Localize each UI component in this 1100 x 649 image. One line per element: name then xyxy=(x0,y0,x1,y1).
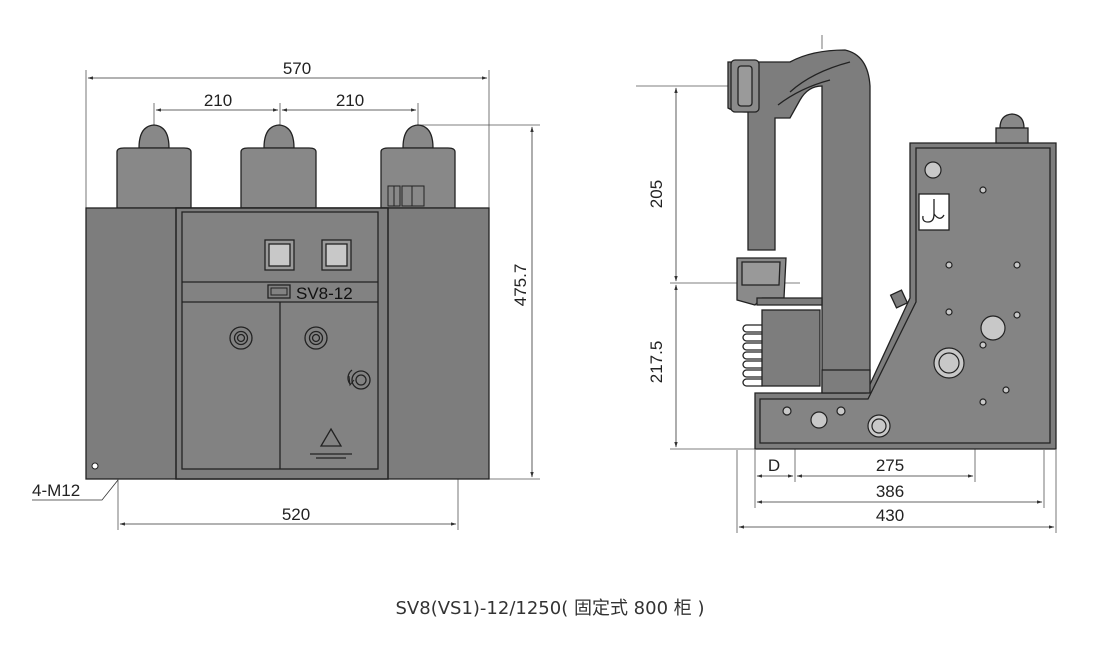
figure-caption: SV8(VS1)-12/1250( 固定式 800 柜 ) xyxy=(395,598,705,619)
dim-mount-holes: 4-M12 xyxy=(32,481,80,500)
dim-lower-height: 217.5 xyxy=(647,341,666,384)
model-label: SV8-12 xyxy=(296,284,353,303)
breaker-chassis xyxy=(754,113,1057,450)
dim-wheel: 386 xyxy=(876,482,904,501)
dim-pole-spacing-left: 210 xyxy=(204,91,232,110)
lifting-hook-icon xyxy=(918,193,950,231)
dim-pole-spacing-right: 210 xyxy=(336,91,364,110)
dim-depth: 430 xyxy=(876,506,904,525)
dim-height: 475.7 xyxy=(511,264,530,307)
mounting-hole xyxy=(91,462,99,470)
lower-contact-arm xyxy=(736,257,823,306)
dim-upper-height: 205 xyxy=(647,180,666,208)
dim-overall-width: 570 xyxy=(283,59,311,78)
warning-triangle-icon xyxy=(310,427,352,459)
front-view: 570 210 210 475.7 520 4-M12 xyxy=(32,59,540,530)
contact-springs xyxy=(742,309,821,387)
operating-buttons xyxy=(229,326,371,390)
indicator-windows xyxy=(264,239,352,271)
dim-d: D xyxy=(768,456,780,475)
nameplate-icon xyxy=(267,284,291,299)
upper-contact-arm xyxy=(727,49,871,431)
dim-rail: 275 xyxy=(876,456,904,475)
side-view: 205 217.5 D 275 386 430 xyxy=(636,35,1057,533)
dim-mount-width: 520 xyxy=(282,505,310,524)
chassis-holes xyxy=(782,161,1021,438)
